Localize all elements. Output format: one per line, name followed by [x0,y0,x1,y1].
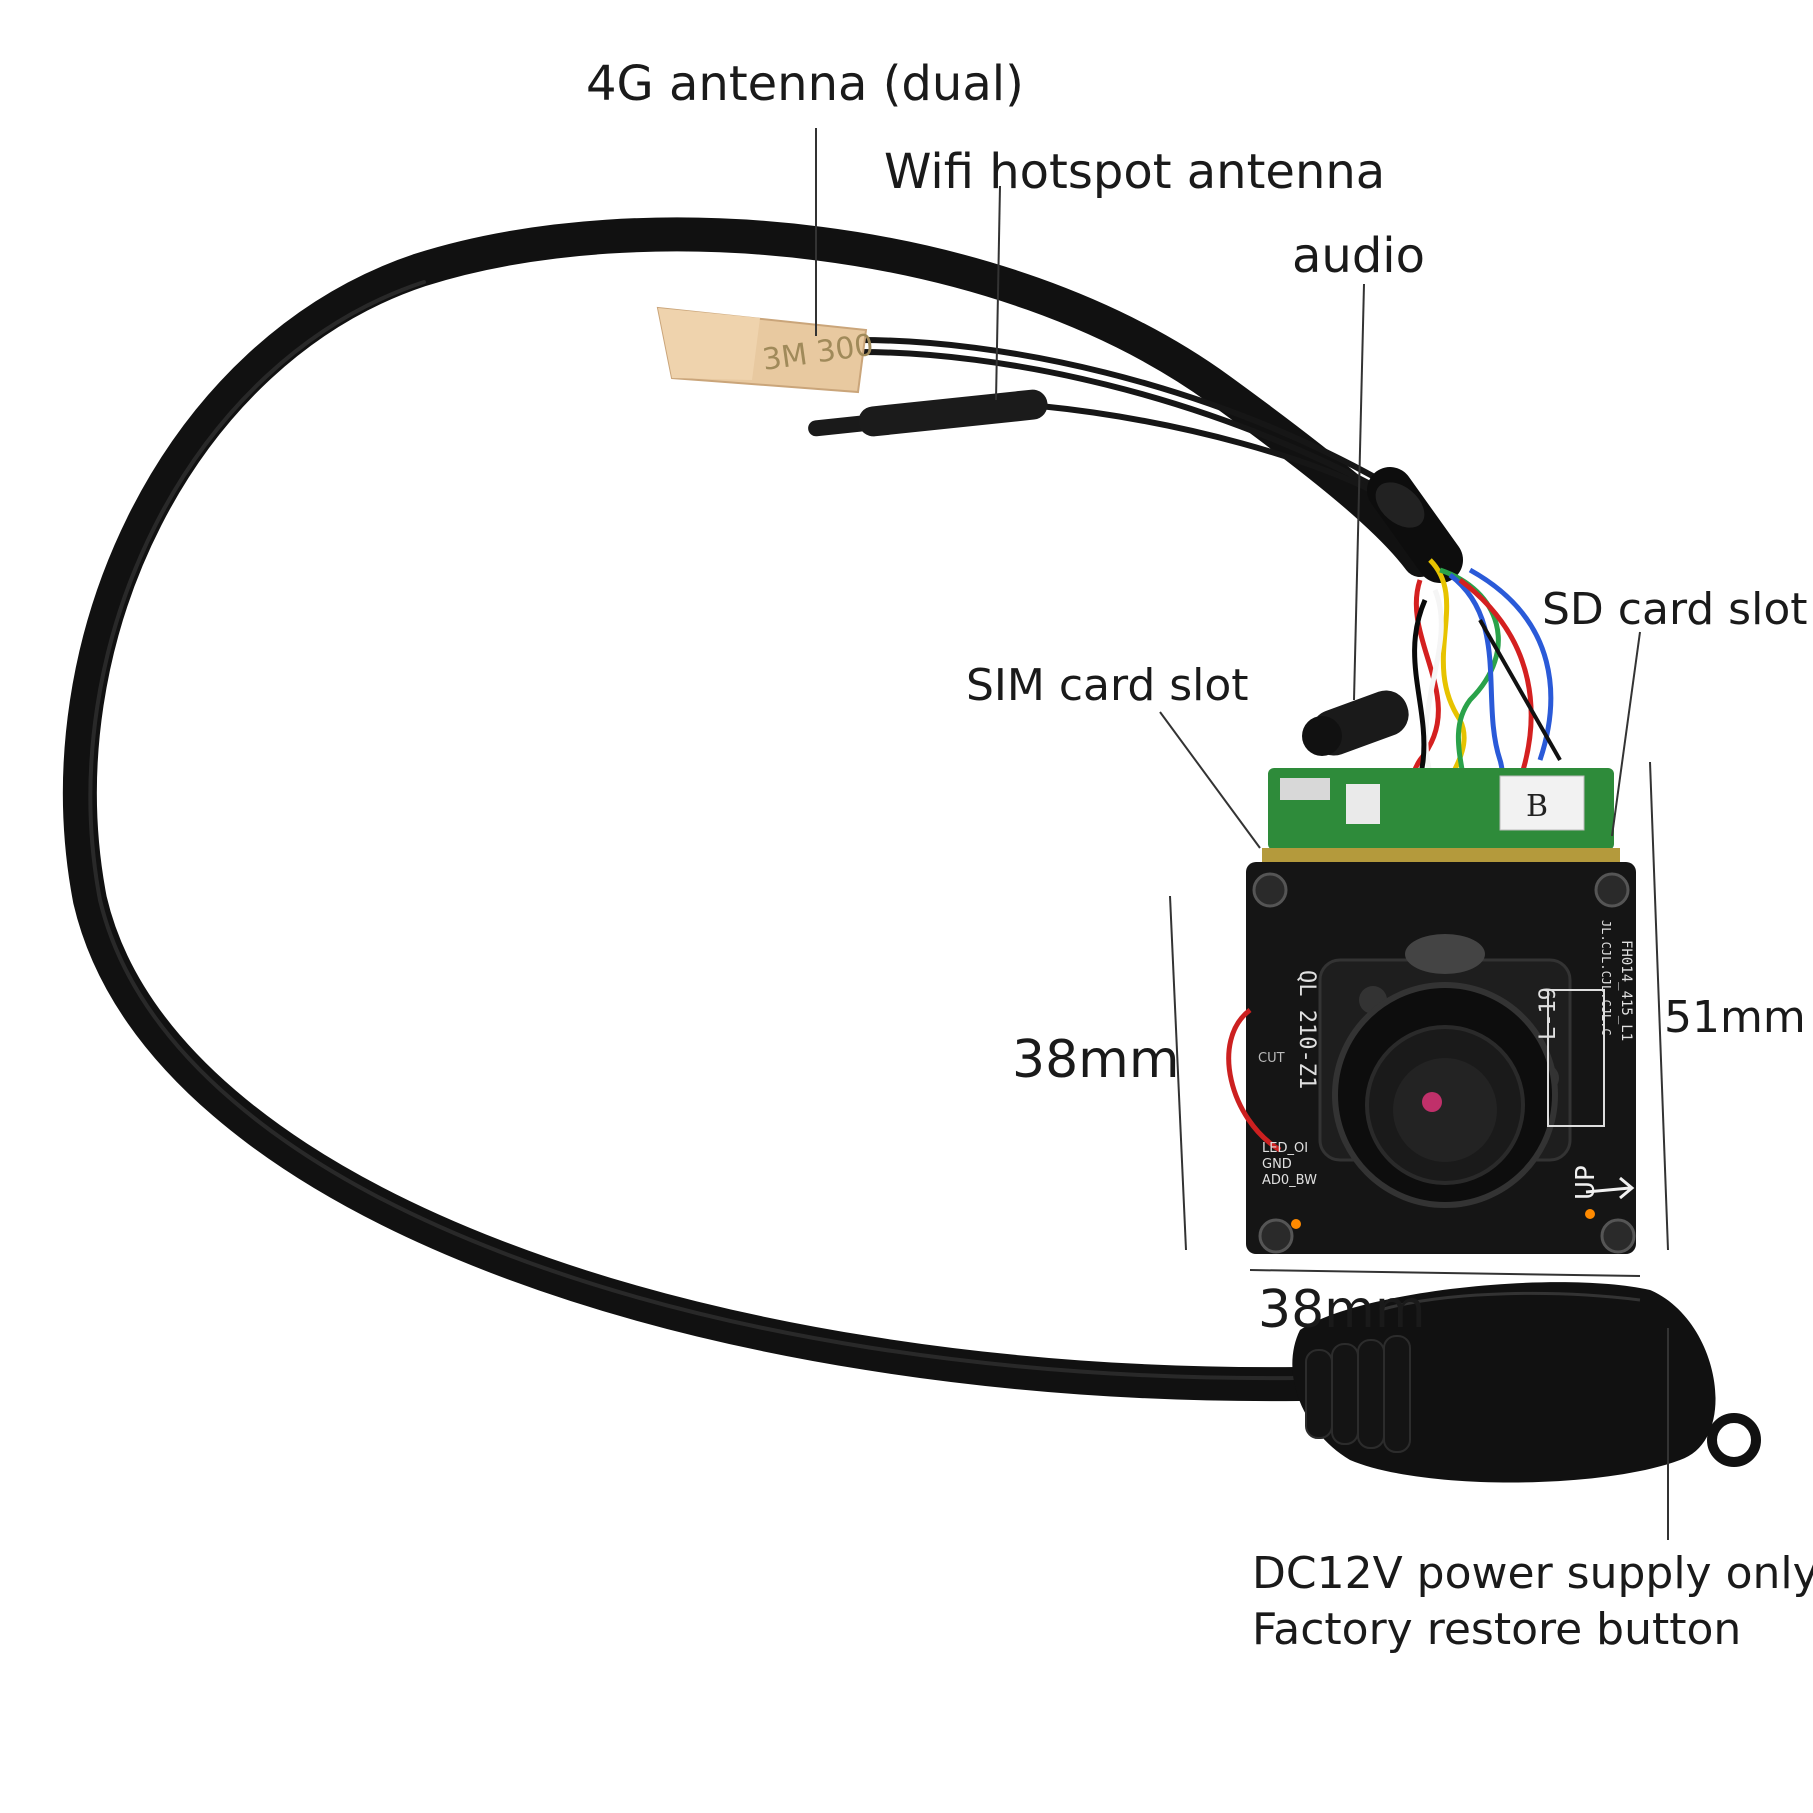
screw-bottom-right [1600,1218,1636,1254]
tape-4g-antenna: 3M 300 [656,306,876,394]
screw-bottom-left [1258,1218,1294,1254]
sleeve-ring [1375,482,1425,528]
wifi-antenna-rod [808,389,1048,437]
screw-top-left [1252,872,1288,908]
red-side-wire [1226,1008,1282,1153]
callout-sd-card-slot: SD card slot [1542,584,1808,635]
up-arrow [1585,1176,1635,1200]
led-dot-left [1291,1219,1301,1229]
camera-board: QL 210-Z1 FH014_415_L1 JL.CJL.CJL.CJL.C … [1226,862,1636,1254]
antenna-4g-wire-2 [859,349,1387,495]
silk-right-sub: JL.CJL.CJL.CJL.C [1599,920,1613,1036]
callout-power-supply: DC12V power supply only [1252,1548,1813,1599]
silk-up: UP [1571,1165,1601,1200]
dc-power-connector [1292,1282,1761,1483]
antenna-4g-wire [859,337,1382,483]
silk-cut: CUT [1258,1051,1285,1066]
callout-restore-button: Factory restore button [1252,1604,1742,1655]
silk-lens-side: QL 210-Z1 [1294,970,1319,1089]
silk-right-top: FH014_415_L1 [1618,940,1634,1041]
audio-connector [1302,690,1409,756]
silk-pin-3: AD0_BW [1262,1173,1317,1188]
lens-reflection [1422,1092,1442,1112]
callout-sim-card-slot: SIM card slot [966,660,1249,711]
led-dot-right [1585,1209,1595,1219]
callout-audio: audio [1292,228,1426,284]
callout-wifi-antenna: Wifi hotspot antenna [884,144,1386,200]
callout-lines [815,128,1669,1540]
main-cable [62,217,1437,1402]
connector-b-label: B [1526,789,1548,824]
strain-relief [1305,1335,1411,1453]
dust-cap-loop [1707,1413,1761,1467]
screw-top-right [1594,872,1630,908]
dimension-width-bottom: 38mm [1258,1280,1426,1340]
dimension-width-left: 38mm [1012,1030,1180,1090]
silk-pin-2: GND [1262,1157,1292,1172]
callout-4g-antenna: 4G antenna (dual) [586,56,1024,112]
main-cable-highlight [88,280,1302,1381]
dimension-height: 51mm [1664,992,1806,1043]
silk-pin-1: LED_OI [1262,1141,1308,1156]
green-pcb: B [1262,768,1620,868]
